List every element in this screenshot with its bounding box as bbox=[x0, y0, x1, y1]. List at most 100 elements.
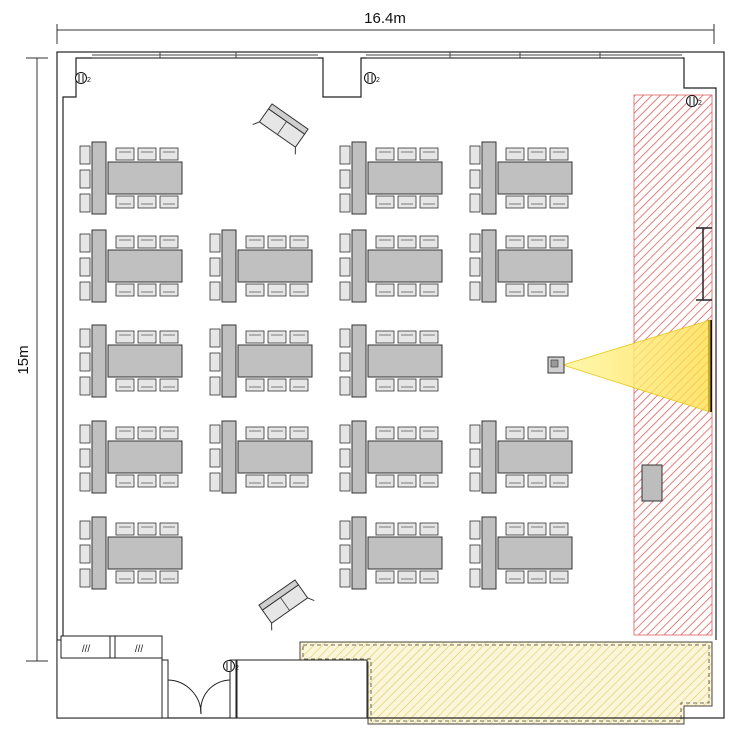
chair bbox=[339, 472, 351, 492]
long-table bbox=[107, 161, 183, 195]
chair bbox=[137, 522, 157, 536]
chair bbox=[339, 424, 351, 444]
long-table bbox=[107, 344, 183, 378]
chair bbox=[549, 147, 569, 161]
chair bbox=[469, 544, 481, 564]
chair bbox=[79, 472, 91, 492]
chair bbox=[159, 235, 179, 249]
long-table bbox=[367, 536, 443, 570]
chair bbox=[339, 193, 351, 213]
chair bbox=[159, 426, 179, 440]
table-cluster[interactable] bbox=[339, 516, 443, 590]
chair bbox=[137, 195, 157, 209]
chair bbox=[115, 283, 135, 297]
chair bbox=[397, 570, 417, 584]
chair bbox=[505, 522, 525, 536]
head-table bbox=[91, 324, 107, 398]
chair bbox=[339, 376, 351, 396]
chair bbox=[419, 426, 439, 440]
table-cluster[interactable] bbox=[79, 141, 183, 215]
chair bbox=[289, 235, 309, 249]
long-table bbox=[107, 536, 183, 570]
loose-chairs[interactable] bbox=[256, 578, 315, 631]
chair bbox=[159, 474, 179, 488]
height-label: 15m bbox=[15, 345, 32, 374]
chair bbox=[209, 233, 221, 253]
table-cluster[interactable] bbox=[339, 420, 443, 494]
chair bbox=[419, 378, 439, 392]
chair bbox=[289, 378, 309, 392]
table-cluster[interactable] bbox=[339, 141, 443, 215]
outlet-icon: 2 bbox=[364, 72, 380, 84]
table-cluster[interactable] bbox=[79, 516, 183, 590]
chair bbox=[79, 352, 91, 372]
chair bbox=[375, 330, 395, 344]
loose-chairs[interactable] bbox=[252, 102, 312, 155]
chair bbox=[469, 520, 481, 540]
chair bbox=[469, 145, 481, 165]
long-table bbox=[237, 440, 313, 474]
table-cluster[interactable] bbox=[339, 324, 443, 398]
chair bbox=[245, 235, 265, 249]
long-table bbox=[367, 440, 443, 474]
head-table bbox=[351, 324, 367, 398]
chair bbox=[397, 235, 417, 249]
outlet-icon: 2 bbox=[75, 72, 91, 84]
long-table bbox=[497, 440, 573, 474]
chair bbox=[289, 283, 309, 297]
svg-text:2: 2 bbox=[87, 77, 91, 84]
table-cluster[interactable] bbox=[79, 420, 183, 494]
chair bbox=[397, 195, 417, 209]
table-cluster[interactable] bbox=[469, 229, 573, 303]
chair bbox=[159, 570, 179, 584]
chair bbox=[397, 426, 417, 440]
chair bbox=[289, 474, 309, 488]
chair bbox=[505, 570, 525, 584]
svg-text:2: 2 bbox=[698, 100, 702, 107]
chair bbox=[159, 195, 179, 209]
window-icon: /// bbox=[135, 644, 144, 655]
table-cluster[interactable] bbox=[209, 229, 313, 303]
chair bbox=[375, 378, 395, 392]
chair bbox=[375, 522, 395, 536]
chair bbox=[397, 147, 417, 161]
chair bbox=[505, 147, 525, 161]
chair bbox=[527, 195, 547, 209]
chair bbox=[137, 330, 157, 344]
long-table bbox=[497, 249, 573, 283]
chair bbox=[79, 448, 91, 468]
table-cluster[interactable] bbox=[209, 324, 313, 398]
chair bbox=[267, 474, 287, 488]
head-table bbox=[481, 229, 497, 303]
chair bbox=[79, 544, 91, 564]
chair bbox=[209, 424, 221, 444]
chair bbox=[137, 147, 157, 161]
height-dimension: 15m bbox=[15, 57, 48, 662]
chair bbox=[469, 193, 481, 213]
table-cluster[interactable] bbox=[469, 141, 573, 215]
chair bbox=[469, 568, 481, 588]
table-cluster[interactable] bbox=[339, 229, 443, 303]
chair bbox=[527, 426, 547, 440]
chair bbox=[339, 233, 351, 253]
chair bbox=[267, 283, 287, 297]
table-cluster[interactable] bbox=[79, 324, 183, 398]
table-cluster[interactable] bbox=[469, 420, 573, 494]
chair bbox=[339, 568, 351, 588]
table-cluster[interactable] bbox=[469, 516, 573, 590]
chair bbox=[527, 235, 547, 249]
door-icon[interactable] bbox=[167, 679, 231, 715]
chair bbox=[339, 257, 351, 277]
chair bbox=[245, 330, 265, 344]
chair bbox=[469, 424, 481, 444]
table-cluster[interactable] bbox=[79, 229, 183, 303]
chair bbox=[137, 426, 157, 440]
chair bbox=[79, 424, 91, 444]
chair bbox=[339, 281, 351, 301]
chair bbox=[79, 520, 91, 540]
chair bbox=[397, 378, 417, 392]
chair bbox=[137, 283, 157, 297]
table-cluster[interactable] bbox=[209, 420, 313, 494]
chair bbox=[419, 147, 439, 161]
